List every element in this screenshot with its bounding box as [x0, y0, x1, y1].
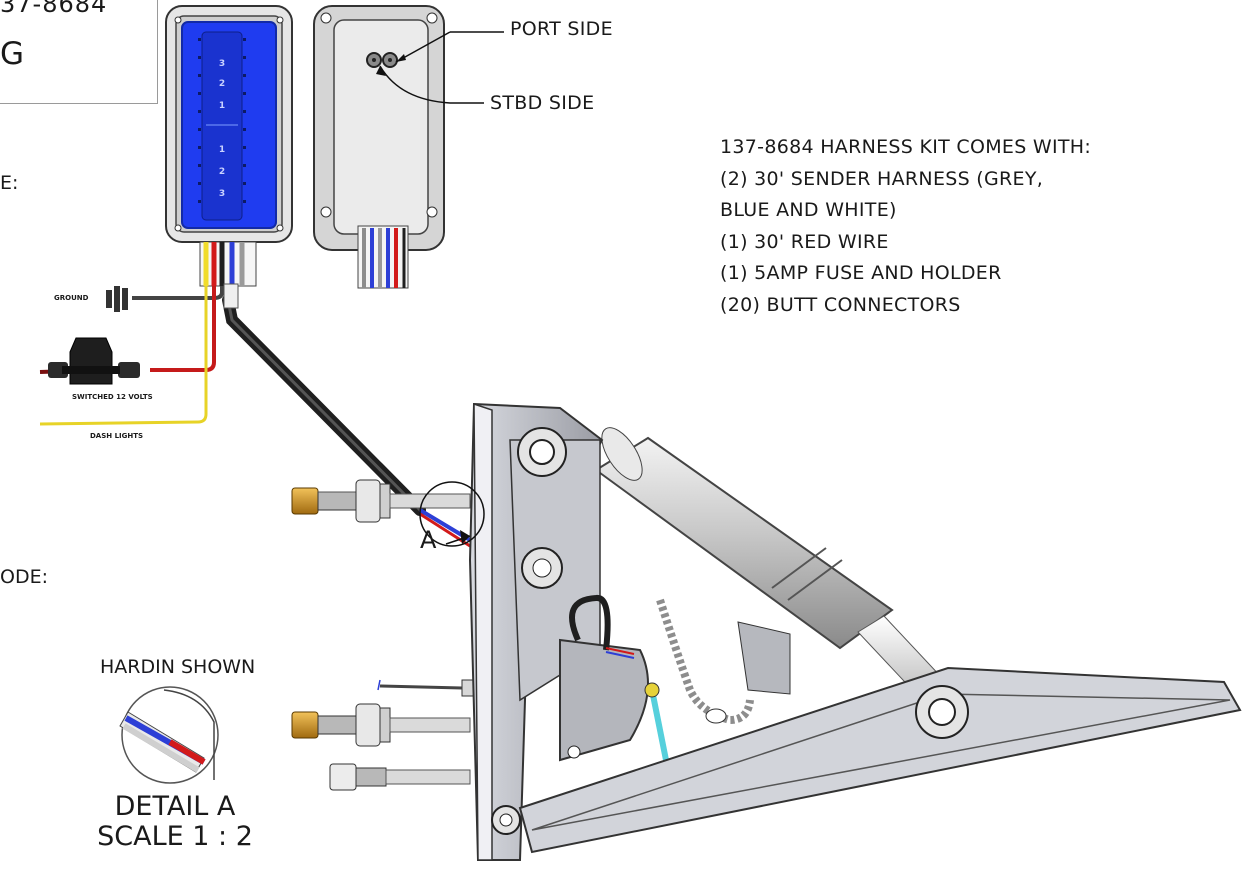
- dash-lights-wire: [39, 286, 208, 426]
- stbd-side-label: STBD SIDE: [490, 92, 595, 114]
- indicator-label-3: 1: [219, 101, 225, 111]
- dash-lights-label: DASH LIGHTS: [90, 432, 144, 440]
- detail-scale: SCALE 1 : 2: [97, 821, 253, 852]
- stbd-leader: [379, 65, 484, 104]
- sensor-cable-stub: [377, 679, 477, 697]
- kit-line: BLUE AND WHITE): [720, 199, 897, 221]
- port-side-label: PORT SIDE: [510, 18, 613, 40]
- detail-a-title: DETAIL A SCALE 1 : 2: [80, 792, 270, 852]
- indicator-label-4: 1: [219, 145, 225, 155]
- title-fragment: G: [0, 36, 25, 72]
- indicator-label-1: 3: [219, 59, 225, 69]
- kit-line: (20) BUTT CONNECTORS: [720, 293, 961, 316]
- left-cut-label-2: ODE:: [0, 566, 48, 588]
- mounting-bolt-bottom: [329, 763, 471, 791]
- ground-label: GROUND: [54, 294, 89, 302]
- detail-title: DETAIL A: [114, 791, 236, 822]
- detail-a-view: [119, 686, 219, 784]
- indicator-label-5: 2: [219, 167, 225, 177]
- kit-line: (1) 5AMP FUSE AND HOLDER: [720, 262, 1002, 284]
- indicator-label-6: 3: [219, 189, 225, 199]
- title-number: 37-8684: [0, 0, 108, 18]
- sender-harness-cable: [222, 283, 472, 548]
- section-a-marker: A: [420, 526, 437, 554]
- indicator-dots: [198, 38, 246, 203]
- title-block: [0, 0, 158, 104]
- mounting-bolt-top: [291, 479, 471, 523]
- switched-wire: [39, 286, 216, 385]
- hardin-shown-label: HARDIN SHOWN: [100, 656, 256, 678]
- braided-hose: [656, 598, 754, 725]
- fuse-holder: [48, 337, 140, 385]
- left-cut-label-1: E:: [0, 172, 19, 194]
- detail-a-circle: [419, 481, 485, 547]
- sensor-housing: [559, 595, 649, 762]
- switched-12v-label: SWITCHED 12 VOLTS: [72, 393, 153, 401]
- cyan-linkage-arm: [644, 682, 671, 771]
- mounting-bolt-middle: [291, 703, 471, 747]
- kit-line: (1) 30' RED WIRE: [720, 230, 889, 253]
- indicator-label-2: 2: [219, 79, 225, 89]
- indicator-back-view: [313, 5, 445, 289]
- kit-line: 137-8684 HARNESS KIT COMES WITH:: [720, 136, 1092, 158]
- panel-wire-bundle: [199, 241, 257, 287]
- indicator-panel: [165, 5, 293, 243]
- kit-line: (2) 30' SENDER HARNESS (GREY,: [720, 167, 1044, 190]
- harness-kit-list: 137-8684 HARNESS KIT COMES WITH: (2) 30'…: [720, 132, 1091, 321]
- trim-tab-plane: [518, 621, 1242, 854]
